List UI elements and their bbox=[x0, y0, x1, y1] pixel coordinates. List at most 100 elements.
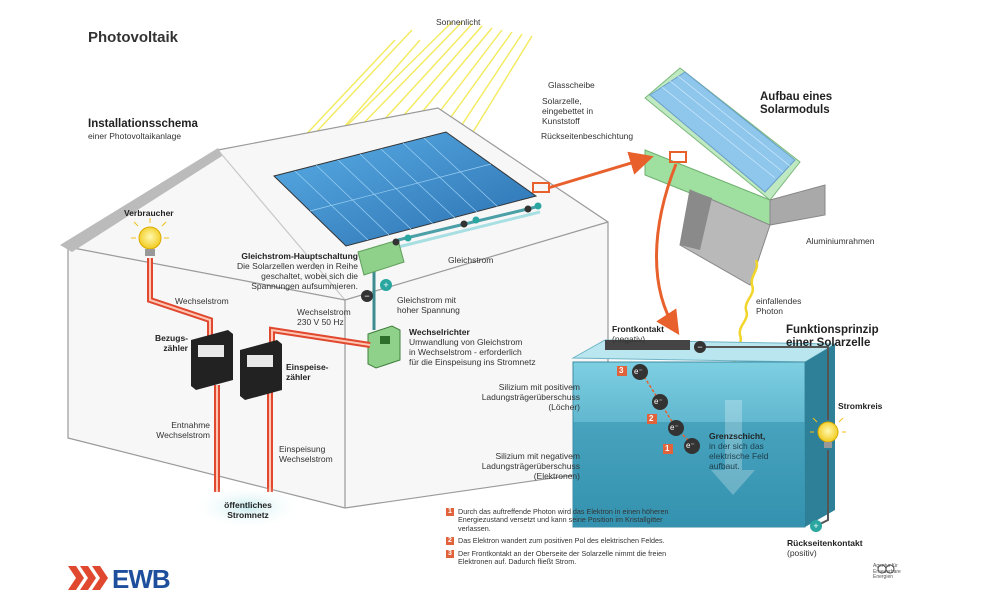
circuit-bulb-icon bbox=[810, 417, 846, 448]
cell-embedded-line2: eingebettet in bbox=[542, 106, 594, 116]
inverter-line1: Umwandlung von Gleichstrom bbox=[409, 337, 523, 347]
front-contact-sub: (negativ) bbox=[612, 334, 646, 344]
svg-text:+: + bbox=[813, 521, 818, 531]
front-contact-label: Frontkontakt (negativ) bbox=[612, 324, 664, 344]
dc-series-line2: geschaltet, wobei sich die bbox=[261, 271, 358, 281]
step-3-badge: 3 bbox=[619, 366, 624, 375]
front-contact-bar bbox=[605, 340, 690, 350]
note-2-text: Das Elektron wandert zum positiven Pol d… bbox=[458, 536, 665, 546]
junction-line1: Grenzschicht, bbox=[709, 431, 766, 441]
junction-line3: elektrische Feld bbox=[709, 451, 769, 461]
module-heading-line1: Aufbau eines bbox=[760, 91, 833, 103]
junction-box bbox=[357, 239, 405, 276]
draw-label-line2: Wechselstrom bbox=[156, 430, 210, 440]
consumption-meter-line2: zähler bbox=[163, 343, 188, 353]
inverter-block: Wechselrichter Umwandlung von Gleichstro… bbox=[409, 327, 536, 367]
n-layer-label: Silizium mit negativem Ladungsträgerüber… bbox=[466, 451, 580, 481]
module-heading: Aufbau eines Solarmoduls bbox=[760, 91, 832, 117]
note-2: 2 Das Elektron wandert zum positiven Pol… bbox=[446, 536, 686, 546]
note-3-text: Der Frontkontakt an der Oberseite der So… bbox=[458, 548, 667, 567]
glass-label: Glasscheibe bbox=[548, 80, 595, 90]
module-heading-line2: Solarmoduls bbox=[760, 104, 830, 116]
ac-label: Wechselstrom bbox=[175, 296, 229, 306]
electrons bbox=[632, 364, 700, 454]
note-3: 3 Der Frontkontakt an der Oberseite der … bbox=[446, 548, 686, 567]
p-layer-label: Silizium mit positivem Ladungsträgerüber… bbox=[470, 382, 580, 412]
explanation-notes: 1 Durch das auftreffende Photon wird das… bbox=[446, 507, 686, 570]
ac-cables-inner bbox=[149, 258, 371, 492]
p-layer-line2: Ladungsträgerüberschuss bbox=[481, 392, 580, 402]
cell-embedded-line1: Solarzelle, bbox=[542, 96, 582, 106]
inverter-line3: für die Einspeisung ins Stromnetz bbox=[409, 357, 536, 367]
dc-series-block: Gleichstrom-Hauptschaltung Die Solarzell… bbox=[212, 251, 358, 291]
electron-2-label: e⁻ bbox=[670, 423, 679, 432]
dc-label: Gleichstrom bbox=[448, 255, 494, 265]
circuit-label: Stromkreis bbox=[838, 401, 883, 411]
feed-meter-line1: Einspeise- bbox=[286, 362, 329, 372]
public-grid-line1: öffentliches bbox=[224, 500, 272, 510]
field-arrow bbox=[711, 400, 755, 495]
circuit-markers: − + bbox=[694, 341, 822, 532]
photon-line1: einfallendes bbox=[756, 296, 802, 306]
ac-grid-label-block: Wechselstrom 230 V 50 Hz bbox=[297, 307, 351, 327]
roof-zoom-marker bbox=[532, 182, 550, 193]
feed-meter-label: Einspeise- zähler bbox=[286, 362, 329, 382]
polarity-markers: − + bbox=[361, 202, 542, 302]
agency-logo-icon bbox=[877, 564, 895, 574]
junction-line4: aufbaut. bbox=[709, 461, 740, 471]
inverter-box bbox=[367, 325, 401, 369]
feed-meter-icon bbox=[240, 340, 282, 400]
arrow-to-module bbox=[547, 151, 654, 190]
consumption-meter-label: Bezugs- zähler bbox=[138, 333, 188, 353]
n-layer-line1: Silizium mit negativem bbox=[495, 451, 580, 461]
feed-label-line2: Wechselstrom bbox=[279, 454, 333, 464]
p-layer-line3: (Löcher) bbox=[548, 402, 580, 412]
ewb-logo: EWB bbox=[112, 564, 171, 594]
draw-label: Entnahme Wechselstrom bbox=[140, 420, 210, 440]
electron-3-label: e⁻ bbox=[654, 397, 663, 406]
inverter-line2: in Wechselstrom - erforderlich bbox=[409, 347, 522, 357]
note-1-number: 1 bbox=[446, 508, 454, 516]
note-1: 1 Durch das auftreffende Photon wird das… bbox=[446, 507, 686, 533]
dc-series-line3: Spannungen aufsummieren. bbox=[251, 281, 358, 291]
step-1-badge: 1 bbox=[665, 444, 670, 453]
consumption-meter-line1: Bezugs- bbox=[154, 333, 188, 343]
p-layer-line1: Silizium mit positivem bbox=[498, 382, 580, 392]
svg-text:+: + bbox=[383, 280, 388, 290]
junction-line2: in der sich das bbox=[709, 441, 764, 451]
frame-label: Aluminiumrahmen bbox=[806, 236, 875, 246]
dc-high-label: Gleichstrom mit hoher Spannung bbox=[397, 295, 460, 315]
public-grid-label: öffentliches Stromnetz bbox=[222, 500, 274, 520]
back-contact-title: Rückseitenkontakt bbox=[787, 538, 863, 548]
dc-series-line1: Die Solarzellen werden in Reihe bbox=[237, 261, 358, 271]
note-3-number: 3 bbox=[446, 549, 454, 558]
roof-solar-panels bbox=[273, 131, 538, 247]
back-contact-sub: (positiv) bbox=[787, 548, 817, 558]
consumer-bulb-icon bbox=[131, 218, 169, 256]
svg-text:−: − bbox=[697, 342, 702, 352]
cell-embedded-line3: Kunststoff bbox=[542, 116, 580, 126]
install-heading: Installationsschema bbox=[88, 118, 198, 130]
cell-embedded-label: Solarzelle, eingebettet in Kunststoff bbox=[542, 96, 593, 126]
cell-heading-line1: Funktionsprinzip bbox=[786, 324, 879, 336]
arrow-to-cell bbox=[655, 163, 680, 336]
note-1-text: Durch das auftreffende Photon wird das E… bbox=[458, 507, 669, 533]
consumer-label: Verbraucher bbox=[124, 208, 174, 218]
step-2-badge: 2 bbox=[649, 414, 654, 423]
cell-heading: Funktionsprinzip einer Solarzelle bbox=[786, 324, 879, 350]
public-grid-glow bbox=[192, 485, 302, 529]
back-contact-label: Rückseitenkontakt (positiv) bbox=[787, 538, 863, 558]
n-layer-line3: (Elektronen) bbox=[533, 471, 580, 481]
backsheet-label: Rückseitenbeschichtung bbox=[541, 131, 634, 141]
solar-module-detail bbox=[644, 67, 826, 286]
photon-label: einfallendes Photon bbox=[756, 296, 801, 316]
feed-label: Einspeisung Wechselstrom bbox=[279, 444, 333, 464]
dc-high-line1: Gleichstrom mit bbox=[397, 295, 457, 305]
install-heading-block: Installationsschema einer Photovoltaikan… bbox=[88, 118, 198, 141]
solar-cell-block bbox=[571, 339, 837, 528]
agency-logo-text: Agentur für Erneuerbare Energien bbox=[873, 563, 901, 580]
feed-meter-line2: zähler bbox=[286, 372, 311, 382]
ewb-logo-arrows bbox=[68, 566, 108, 590]
